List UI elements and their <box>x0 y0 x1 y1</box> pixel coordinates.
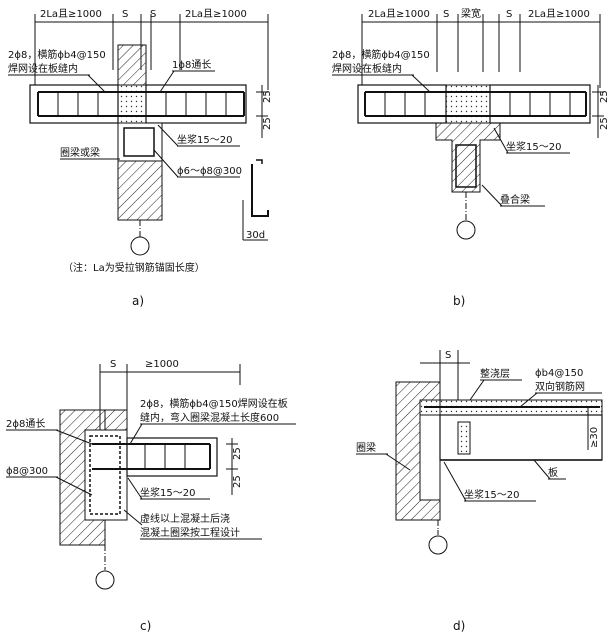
caption-b: b) <box>453 294 465 308</box>
label-beam: 圈梁或梁 <box>60 146 100 159</box>
dim-text: 2La且≥1000 <box>185 8 247 20</box>
label-mesh: 焊网设在板缝内 <box>8 62 78 75</box>
label-beam: 叠合梁 <box>500 193 530 206</box>
panel-d: S ≥30 整浇层 ϕb4@150 双向钢筋网 圈梁 板 坐浆15～20 d) <box>356 350 603 633</box>
label-mesh: ϕb4@150 <box>535 368 583 379</box>
slab-joint <box>445 84 491 124</box>
caption-c: c) <box>140 619 151 633</box>
label-topping: 整浇层 <box>480 367 510 380</box>
dim-text: S <box>506 9 512 20</box>
slab-joint <box>117 84 147 124</box>
dim-text: S <box>150 9 156 20</box>
label-note: 虚线以上混凝土后浇 <box>140 512 230 525</box>
top-dimension-b <box>361 14 601 88</box>
dim-text: S <box>443 9 449 20</box>
dim-text: S <box>445 350 451 361</box>
label-stirrup: ϕ6～ϕ8@300 <box>177 166 242 177</box>
label-rebar: 2ϕ8，横筋ϕb4@150 <box>332 48 430 61</box>
label-mortar: 坐浆15～20 <box>140 486 195 499</box>
label-mesh: 焊网设在板缝内 <box>332 62 402 75</box>
dim-text: ≥30 <box>589 427 600 448</box>
dim-text: 25 <box>262 117 273 130</box>
label-note: 混凝土圈梁按工程设计 <box>140 526 240 539</box>
dim-text: S <box>110 359 116 370</box>
note-text: （注：La为受拉钢筋锚固长度） <box>63 261 205 274</box>
label-rebar: 2ϕ8，横筋ϕb4@150焊网设在板 <box>140 397 288 410</box>
label-mesh: 双向钢筋网 <box>535 380 585 393</box>
caption-a: a) <box>132 294 144 308</box>
composite-beam <box>435 122 501 193</box>
label-through: 1ϕ8通长 <box>172 59 211 71</box>
dim-text: ≥1000 <box>145 359 179 370</box>
dim-text: S <box>122 9 128 20</box>
label-mortar: 坐浆15～20 <box>506 140 561 153</box>
label-rebar: 缝内，弯入圈梁混凝土长度600 <box>140 411 279 424</box>
slab-left <box>357 84 447 124</box>
dim-text: 25 <box>262 90 273 103</box>
hook-detail <box>251 164 269 217</box>
axis-bubble <box>428 535 448 555</box>
dim-text: 梁宽 <box>461 7 481 20</box>
panel-c: S ≥1000 25 25 2ϕ8，横筋ϕb4@150焊网设在板 缝内，弯入圈梁… <box>6 359 296 633</box>
label-beam: 圈梁 <box>356 441 376 454</box>
axis-bubble <box>456 220 476 240</box>
dim-text: 2La且≥1000 <box>40 8 102 20</box>
top-dimension-a <box>34 14 269 90</box>
dim-text: 25 <box>232 475 243 488</box>
label-through: 2ϕ8通长 <box>6 418 45 430</box>
rebar-mesh-b <box>364 91 587 117</box>
dim-text: 25 <box>232 447 243 460</box>
wall-upper <box>117 44 147 86</box>
panel-a: 2La且≥1000 S S 2La且≥1000 <box>8 8 273 308</box>
axis-bubble <box>95 570 115 590</box>
dim-text: 30d <box>246 230 265 241</box>
dim-text: 2La且≥1000 <box>368 8 430 20</box>
label-rebar: 2ϕ8，横筋ϕb4@150 <box>8 48 106 61</box>
caption-d: d) <box>453 619 465 633</box>
rebar-mesh-c <box>92 443 211 470</box>
label-mortar: 坐浆15～20 <box>177 133 232 146</box>
dim-text: 2La且≥1000 <box>528 8 590 20</box>
slab-right <box>489 84 591 124</box>
dim-text: 25 <box>599 90 610 103</box>
label-mortar: 坐浆15～20 <box>464 488 519 501</box>
rebar-mesh-a <box>37 91 245 117</box>
axis-bubble <box>130 236 150 256</box>
panel-b: 2La且≥1000 S 梁宽 S 2La且≥1000 25 <box>332 7 610 308</box>
slab-left <box>29 84 119 124</box>
label-slab: 板 <box>548 466 558 479</box>
label-stirrup: ϕ8@300 <box>6 466 48 477</box>
dim-text: 25 <box>599 117 610 130</box>
